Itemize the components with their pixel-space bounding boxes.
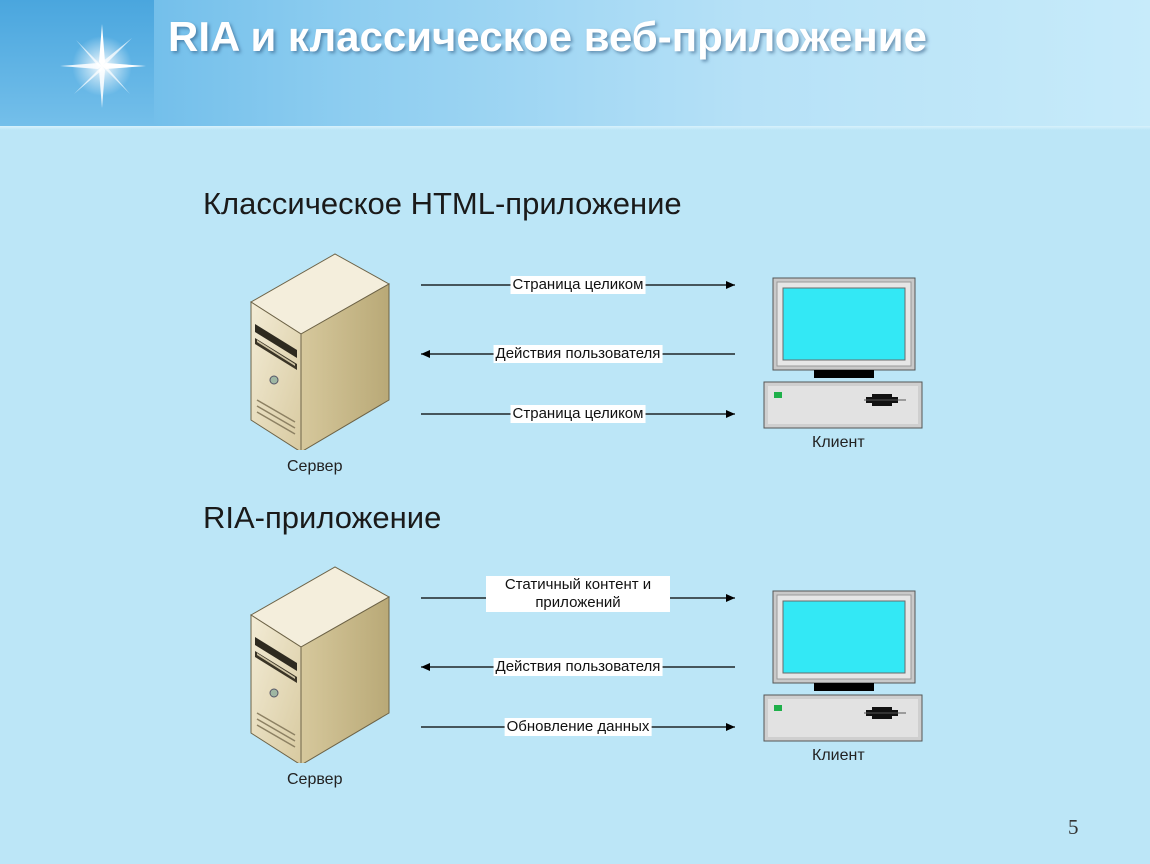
computer-icon [763,277,923,429]
title-bar [0,0,1150,126]
message-label: Страница целиком [510,405,646,423]
client-label: Клиент [812,434,865,451]
message-label: Обновление данных [504,718,652,736]
message-label: Страница целиком [510,276,646,294]
title-bar-sheen [0,126,1150,130]
message-label: Действия пользователя [493,345,663,363]
page-number: 5 [1068,815,1079,839]
arrow-right-icon [421,410,735,418]
message-label: Статичный контент и приложений [486,576,670,612]
section-heading-ria: RIA-приложение [203,500,442,535]
arrow-left-icon [421,350,735,358]
message-label: Действия пользователя [493,658,663,676]
client-label: Клиент [812,747,865,764]
computer-icon [763,590,923,742]
server-icon [250,566,391,763]
arrow-right-icon [421,281,735,289]
server-label: Сервер [287,458,343,475]
server-icon [250,253,391,450]
server-label: Сервер [287,771,343,788]
section-heading-classic: Классическое HTML-приложение [203,186,682,221]
sparkle-icon [60,24,146,108]
slide-title: RIA и классическое веб-приложение [168,13,927,60]
